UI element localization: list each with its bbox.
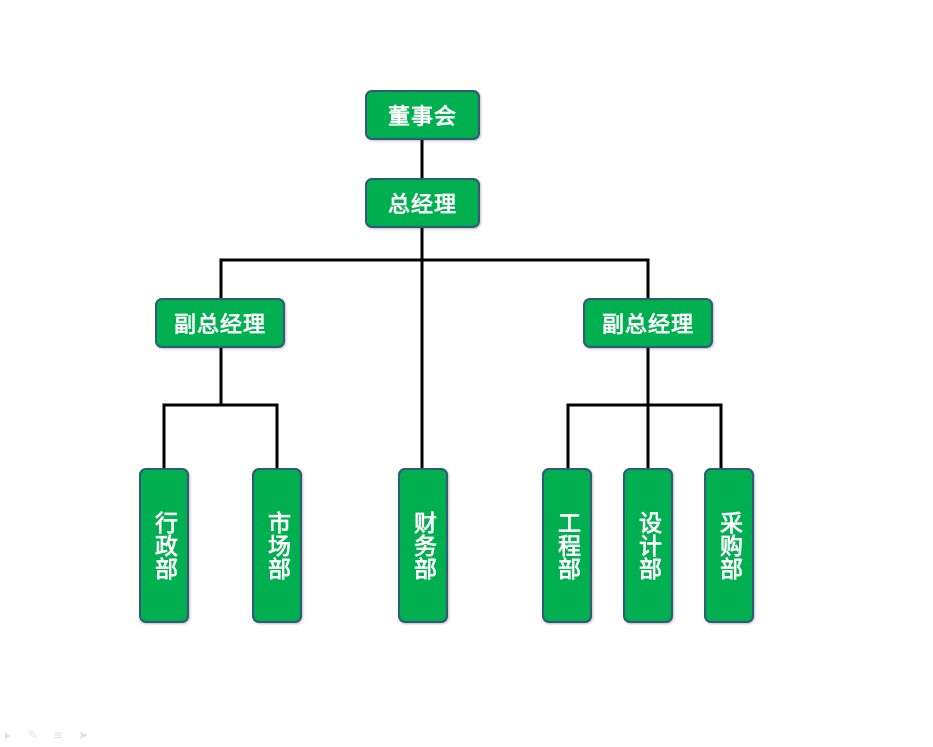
general-manager-node: 总经理	[365, 178, 480, 228]
pen-icon[interactable]: ✎	[27, 728, 39, 742]
next-icon[interactable]: ➤	[77, 728, 89, 742]
vice-general-manager-right-node: 副总经理	[583, 298, 713, 348]
design-department-node: 设计部	[623, 468, 673, 623]
presentation-toolbar: ▸ ✎ ≡ ➤	[0, 727, 91, 743]
marketing-department-node: 市场部	[252, 468, 302, 623]
vice-general-manager-left-node: 副总经理	[155, 298, 285, 348]
engineering-department-node: 工程部	[542, 468, 592, 623]
admin-department-node: 行政部	[139, 468, 189, 623]
finance-department-node: 财务部	[398, 468, 448, 623]
pointer-icon[interactable]: ▸	[4, 728, 12, 742]
board-node: 董事会	[365, 90, 480, 140]
menu-icon[interactable]: ≡	[52, 728, 64, 742]
purchasing-department-node: 采购部	[704, 468, 754, 623]
